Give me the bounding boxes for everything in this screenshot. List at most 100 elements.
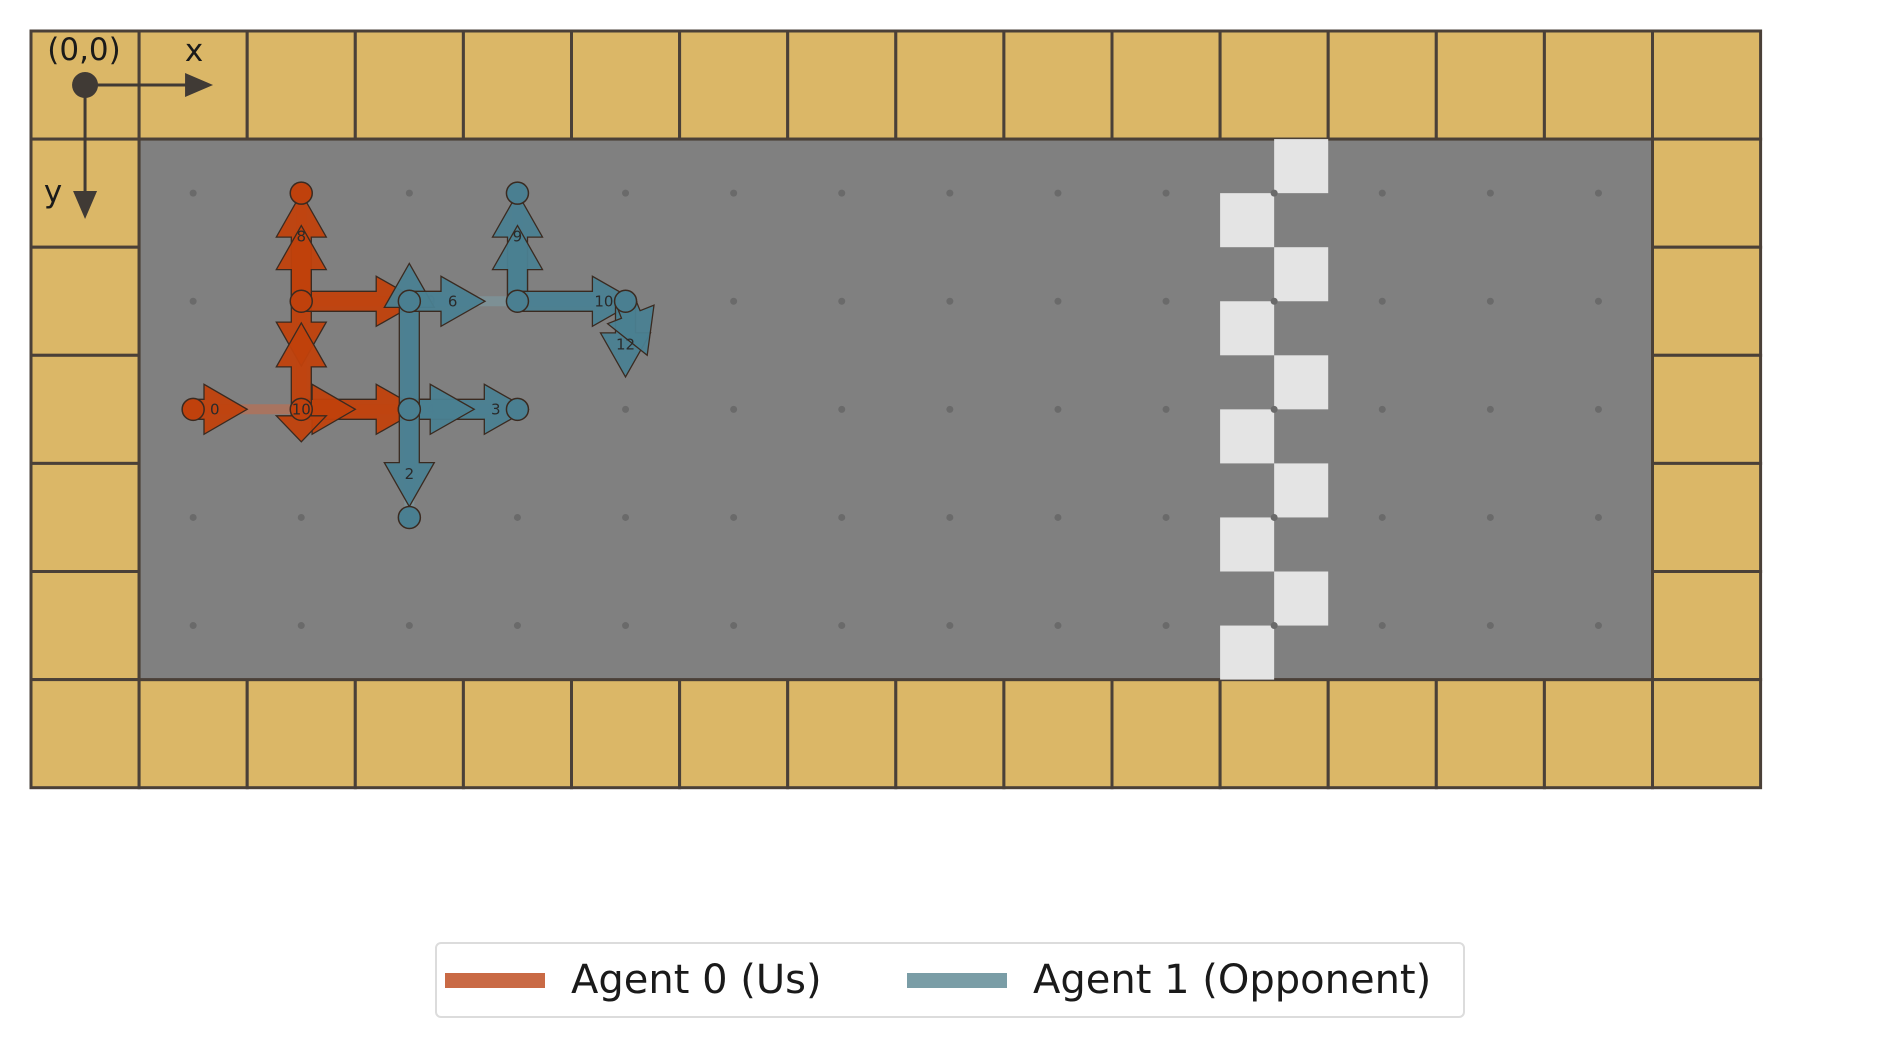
grid-dot [1594,513,1602,521]
grid-dot [730,405,738,413]
grid-dot [1270,297,1278,305]
agent1-position-marker [613,289,638,313]
finish-checker [1220,409,1275,464]
grid-dot [1270,189,1278,197]
agent0-trajectory: 010489 [181,181,436,443]
agent0-legend-label: Agent 0 (Us) [571,957,822,1003]
grid-dot [1054,622,1062,630]
finish-checker [1220,517,1275,572]
grid-dot [838,405,846,413]
grid-dot [405,622,413,630]
legend-item-agent0: Agent 0 (Us) [445,944,822,1016]
grid-dot [1270,513,1278,521]
grid-dot [730,297,738,305]
wall-cell [1651,353,1763,465]
grid-dot [730,189,738,197]
grid-dot [1594,189,1602,197]
wall-cell [570,29,682,141]
finish-line [1220,139,1329,680]
agent1-position-marker [505,181,530,205]
agent0-step-label: 0 [210,400,220,418]
agent0-step-label: 10 [292,400,311,418]
wall-cell [29,678,141,790]
finish-checker [1274,247,1329,302]
finish-checker [1220,625,1275,680]
wall-cell [1542,678,1655,790]
wall-cell [1002,29,1114,141]
wall-cell [894,29,1006,141]
wall-cell [1110,678,1222,790]
finish-checker [1274,139,1329,194]
grid-dot [1270,622,1278,630]
grid-dot [946,297,954,305]
agent1-step-label: 10 [594,292,613,310]
agent1-step-label: 6 [448,292,458,310]
agent0-position-marker [289,397,313,422]
grid-dot [1054,513,1062,521]
agent0-position-marker [289,289,313,313]
grid-dot [1378,622,1386,630]
wall-cell [1651,137,1763,249]
agent0-swatch [445,972,545,988]
agent0-position-marker [289,181,313,205]
grid-dot [838,513,846,521]
track-grid [29,29,1763,790]
grid-dot [405,189,413,197]
wall-cell [786,678,898,790]
grid-dot [1486,297,1494,305]
finish-checker [1274,355,1329,410]
grid-dot [297,622,305,630]
wall-cell [461,678,573,790]
agent1-swatch [907,972,1007,988]
grid-dot [1054,297,1062,305]
grid-dot [1594,622,1602,630]
wall-cell [894,678,1006,790]
grid-dot [1162,513,1170,521]
wall-cell [1002,678,1114,790]
wall-cell [1651,570,1763,682]
coordinate-axes: (0,0) x y [44,32,214,220]
grid-dot [513,513,521,521]
wall-cell [1651,461,1763,573]
grid-dot [1594,297,1602,305]
wall-cell [353,29,465,141]
grid-dot [838,297,846,305]
grid-dot [1162,189,1170,197]
agent1-action-arrow [383,408,436,508]
wall-cell [1326,29,1438,141]
grid-dot [1378,189,1386,197]
finish-checker [1274,571,1329,626]
grid-dot [622,622,630,630]
agent0-step-label: 8 [296,227,306,245]
grid-dot [1270,405,1278,413]
wall-cell [1651,245,1763,357]
wall-cell [461,29,573,141]
wall-cell [1651,678,1763,790]
x-axis-label: x [185,33,203,69]
grid-dot [189,297,197,305]
grid-dot [1486,405,1494,413]
wall-cell [29,245,141,357]
finish-checker [1274,463,1329,518]
wall-cell [353,678,465,790]
grid-dot [1054,189,1062,197]
agent1-position-marker [505,397,530,422]
grid-dot [1162,622,1170,630]
grid-dot [189,189,197,197]
grid-dot [1054,405,1062,413]
grid-dot [838,622,846,630]
wall-cell [137,678,249,790]
wall-cell [245,678,357,790]
origin-marker [72,72,99,99]
grid-dot [946,189,954,197]
grid-dot [189,622,197,630]
grid-dot [1486,622,1494,630]
grid-dot [1378,297,1386,305]
grid-dot [1486,513,1494,521]
agent1-action-arrow [516,275,638,328]
wall-cell [678,678,790,790]
grid-dot [622,189,630,197]
grid-dot [1486,189,1494,197]
wall-cell [29,570,141,682]
y-axis-label: y [44,174,62,210]
